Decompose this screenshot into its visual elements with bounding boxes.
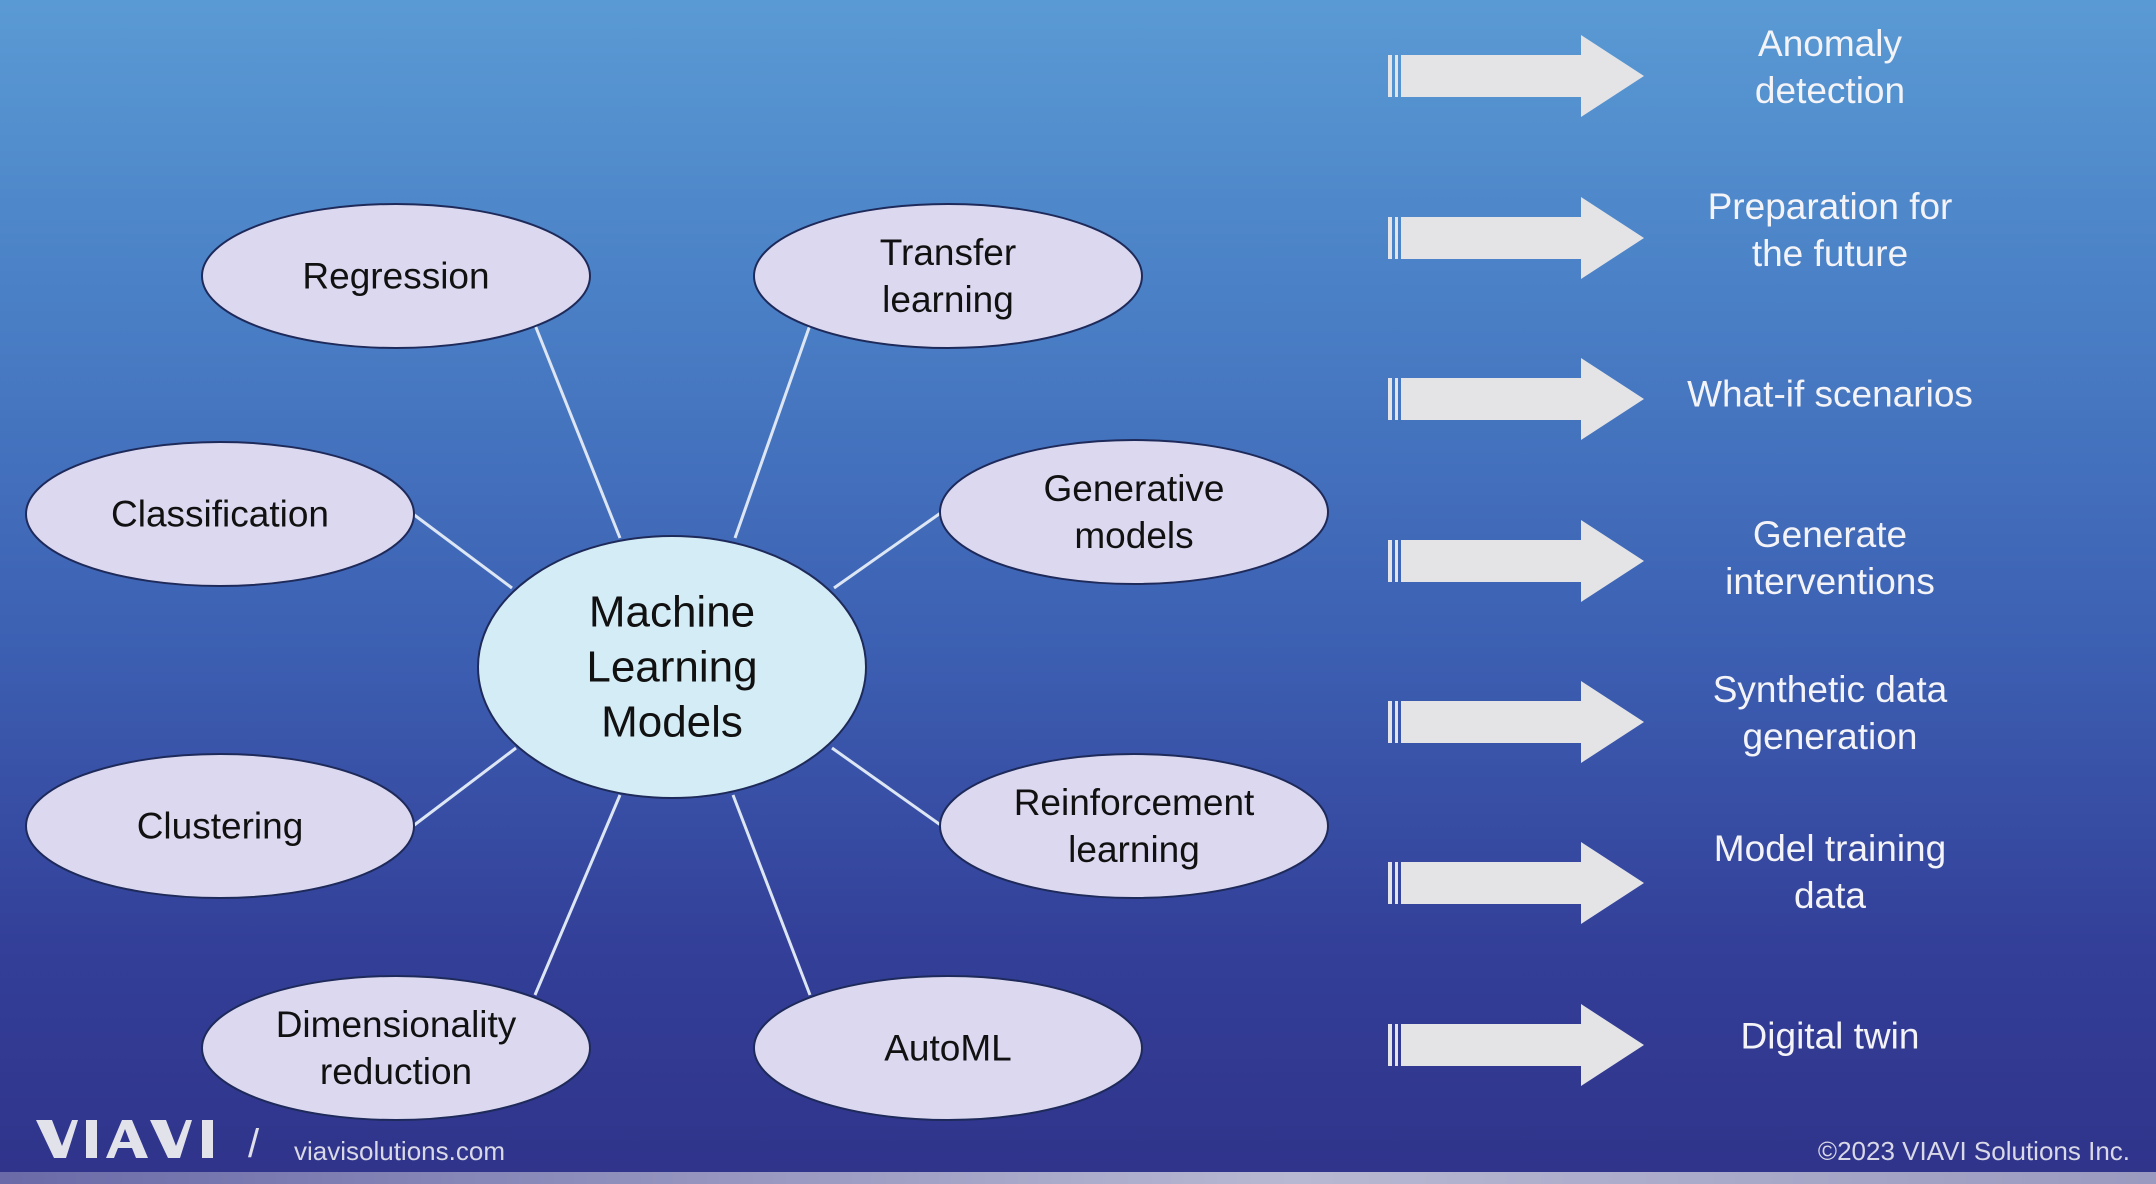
- node-dimensionality-reduction: [201, 975, 591, 1121]
- center-node-label: Machine Learning Models: [586, 587, 758, 747]
- node-automl: [753, 975, 1143, 1121]
- node-reinforcement-learning: [939, 753, 1329, 899]
- node-regression: [201, 203, 591, 349]
- connector-generative-models: [833, 510, 943, 590]
- copyright-text: ©2023 VIAVI Solutions Inc.: [1817, 1136, 2130, 1166]
- viavi-logo: [36, 1120, 213, 1158]
- outcome-generate-interventions: Generate interventions: [1725, 514, 1935, 602]
- connectors: [412, 324, 943, 996]
- connector-reinforcement-learning: [831, 746, 943, 828]
- connector-automl: [731, 794, 812, 996]
- node-label-regression: Regression: [302, 255, 490, 297]
- outcome-what-if-scenarios: What-if scenarios: [1687, 373, 1973, 415]
- node-transfer-learning: [753, 203, 1143, 349]
- arrow-icon: [1388, 1004, 1644, 1086]
- node-label-transfer-learning: Transfer learning: [879, 232, 1017, 320]
- outcome-synthetic-data-generation: Synthetic data generation: [1712, 669, 1948, 757]
- footer-bar: [0, 1172, 2156, 1184]
- website-link[interactable]: viavisolutions.com: [294, 1136, 505, 1166]
- outcome-model-training-data: Model training data: [1713, 828, 1947, 916]
- connector-transfer-learning: [733, 324, 812, 539]
- node-label-clustering: Clustering: [136, 805, 304, 847]
- arrow-icon: [1388, 842, 1644, 924]
- arrow-icon: [1388, 520, 1644, 602]
- node-label-dimensionality-reduction: Dimensionality reduction: [275, 1004, 517, 1092]
- ellipses: [25, 203, 1329, 1121]
- connector-clustering: [412, 746, 517, 828]
- arrow-icon: [1388, 35, 1644, 117]
- outcome-preparation-for-future: Preparation for the future: [1707, 186, 1953, 274]
- node-clustering: [25, 753, 415, 899]
- connector-classification: [412, 512, 513, 590]
- node-classification: [25, 441, 415, 587]
- node-generative-models: [939, 439, 1329, 585]
- arrow-icon: [1388, 358, 1644, 440]
- footer-slash: /: [248, 1122, 260, 1166]
- outcome-anomaly-detection: Anomaly detection: [1754, 23, 1906, 111]
- node-label-automl: AutoML: [884, 1027, 1012, 1069]
- arrow-icon: [1388, 681, 1644, 763]
- arrow-icon: [1388, 197, 1644, 279]
- node-label-generative-models: Generative models: [1043, 468, 1225, 556]
- connector-dimensionality-reduction: [533, 794, 622, 996]
- node-label-reinforcement-learning: Reinforcement learning: [1013, 782, 1255, 870]
- node-label-classification: Classification: [111, 493, 329, 535]
- center-node: [477, 535, 867, 799]
- outcome-digital-twin: Digital twin: [1740, 1015, 1920, 1057]
- connector-regression: [533, 324, 622, 539]
